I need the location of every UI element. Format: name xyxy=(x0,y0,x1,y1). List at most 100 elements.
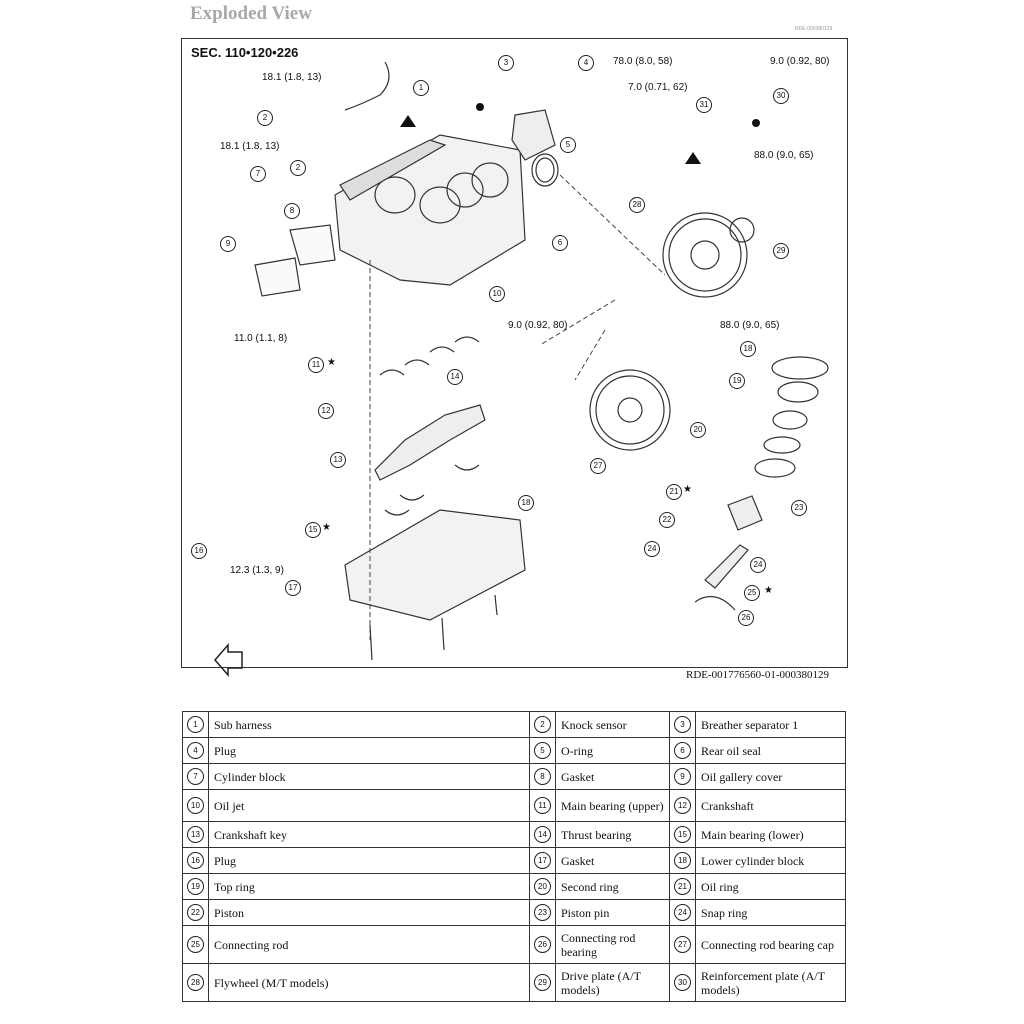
part-number-cell: 18 xyxy=(669,847,696,874)
callout-18: 18 xyxy=(518,495,534,511)
figure-code: RDE-001776560-01-000380129 xyxy=(686,669,829,681)
oil-gallery-cover-drawing xyxy=(254,257,301,297)
part-number-cell: 22 xyxy=(182,899,209,926)
part-number: 5 xyxy=(534,742,551,759)
dot-marker-b xyxy=(752,119,760,127)
part-number: 28 xyxy=(187,974,204,991)
part-number: 13 xyxy=(187,826,204,843)
callout-8: 8 xyxy=(284,203,300,219)
exploded-view-figure xyxy=(181,38,848,668)
part-number: 11 xyxy=(534,797,551,814)
part-number: 19 xyxy=(187,878,204,895)
part-number-cell: 5 xyxy=(529,737,556,764)
callout-21: 20 xyxy=(690,422,706,438)
part-name: Plug xyxy=(208,847,530,874)
part-number-cell: 6 xyxy=(669,737,696,764)
callout-27: 26 xyxy=(738,610,754,626)
top-ring-drawing xyxy=(771,356,829,380)
torque-label: 9.0 (0.92, 80) xyxy=(508,320,568,331)
torque-label: 11.0 (1.1, 8) xyxy=(234,333,288,344)
callout-10: 10 xyxy=(489,286,505,302)
part-number-cell: 23 xyxy=(529,899,556,926)
part-number-cell: 8 xyxy=(529,763,556,790)
part-name: Sub harness xyxy=(208,711,530,738)
callout-17: 17 xyxy=(285,580,301,596)
part-number: 24 xyxy=(674,904,691,921)
torque-label: 88.0 (9.0, 65) xyxy=(754,150,814,161)
callout-25: 24 xyxy=(750,557,766,573)
lower-cylinder-block-drawing xyxy=(344,509,526,621)
callout-13: 13 xyxy=(330,452,346,468)
part-name: Top ring xyxy=(208,873,530,900)
piston-drawing xyxy=(727,495,763,531)
callout-26: 25 xyxy=(744,585,760,601)
callout-12: 12 xyxy=(318,403,334,419)
part-name: Oil jet xyxy=(208,789,530,822)
part-number: 7 xyxy=(187,768,204,785)
crankshaft-drawing xyxy=(374,404,486,481)
cylinder-block-drawing xyxy=(334,134,526,286)
part-number: 29 xyxy=(534,974,551,991)
callout-22: 21 xyxy=(666,484,682,500)
callout-23: 22 xyxy=(659,512,675,528)
part-number: 6 xyxy=(674,742,691,759)
part-name: Oil gallery cover xyxy=(695,763,846,790)
part-number-cell: 10 xyxy=(182,789,209,822)
torque-label: 9.0 (0.92, 80) xyxy=(770,56,830,67)
part-number: 21 xyxy=(674,878,691,895)
callout-30: 29 xyxy=(773,243,789,259)
callout-19: 18 xyxy=(740,341,756,357)
callout-31: 30 xyxy=(773,88,789,104)
callout-15: 15 xyxy=(305,522,321,538)
callout-14: 14 xyxy=(447,369,463,385)
part-number: 8 xyxy=(534,768,551,785)
part-name: Connecting rod bearing cap xyxy=(695,925,846,964)
part-number-cell: 26 xyxy=(529,925,556,964)
part-number-cell: 4 xyxy=(182,737,209,764)
part-number-cell: 11 xyxy=(529,789,556,822)
part-number: 23 xyxy=(534,904,551,921)
callout-29: 28 xyxy=(629,197,645,213)
part-number: 9 xyxy=(674,768,691,785)
part-name: Breather separator 1 xyxy=(695,711,846,738)
callout-1: 1 xyxy=(413,80,429,96)
bolt-drawing xyxy=(441,617,445,651)
callout-11: 11 xyxy=(308,357,324,373)
part-name: Crankshaft xyxy=(695,789,846,822)
part-name: Gasket xyxy=(555,847,670,874)
flywheel-drawing xyxy=(589,369,671,451)
callout-6: 6 xyxy=(552,235,568,251)
connecting-rod-drawing xyxy=(704,544,749,589)
callout-24: 24 xyxy=(644,541,660,557)
part-number: 4 xyxy=(187,742,204,759)
part-number: 20 xyxy=(534,878,551,895)
part-name: Lower cylinder block xyxy=(695,847,846,874)
star-symbol: ★ xyxy=(327,357,336,368)
part-number-cell: 30 xyxy=(669,963,696,1002)
part-name: Connecting rod xyxy=(208,925,530,964)
part-number-cell: 25 xyxy=(182,925,209,964)
part-name: Connecting rod bearing xyxy=(555,925,670,964)
gasket-drawing xyxy=(289,224,336,266)
part-number-cell: 16 xyxy=(182,847,209,874)
rear-oil-seal-drawing xyxy=(531,153,559,187)
part-number: 3 xyxy=(674,716,691,733)
part-name: Piston pin xyxy=(555,899,670,926)
part-number-cell: 28 xyxy=(182,963,209,1002)
part-name: Piston xyxy=(208,899,530,926)
part-name: Main bearing (upper) xyxy=(555,789,670,822)
callout-4: 4 xyxy=(578,55,594,71)
callout-16: 16 xyxy=(191,543,207,559)
star-symbol: ★ xyxy=(764,585,773,596)
engine-drawing xyxy=(214,61,829,678)
part-number: 15 xyxy=(674,826,691,843)
part-name: Drive plate (A/T models) xyxy=(555,963,670,1002)
part-number: 26 xyxy=(534,936,551,953)
oil-ring-drawing xyxy=(772,410,808,430)
breather-drawing xyxy=(511,109,556,161)
